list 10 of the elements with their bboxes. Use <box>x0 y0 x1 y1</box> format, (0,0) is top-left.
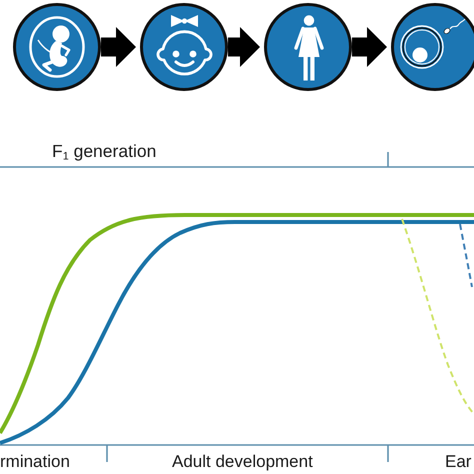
stage-circle <box>140 3 228 91</box>
phase-label: rmination <box>0 452 70 472</box>
arrow <box>352 27 387 67</box>
stage-circle <box>264 3 352 91</box>
arrow <box>101 27 136 67</box>
arrow <box>228 27 260 67</box>
stage-circle <box>13 3 101 91</box>
phase-label: Adult development <box>172 452 313 472</box>
generation-label: F$_{1}$ generation <box>52 141 156 162</box>
phase-label: Ear <box>445 452 472 472</box>
